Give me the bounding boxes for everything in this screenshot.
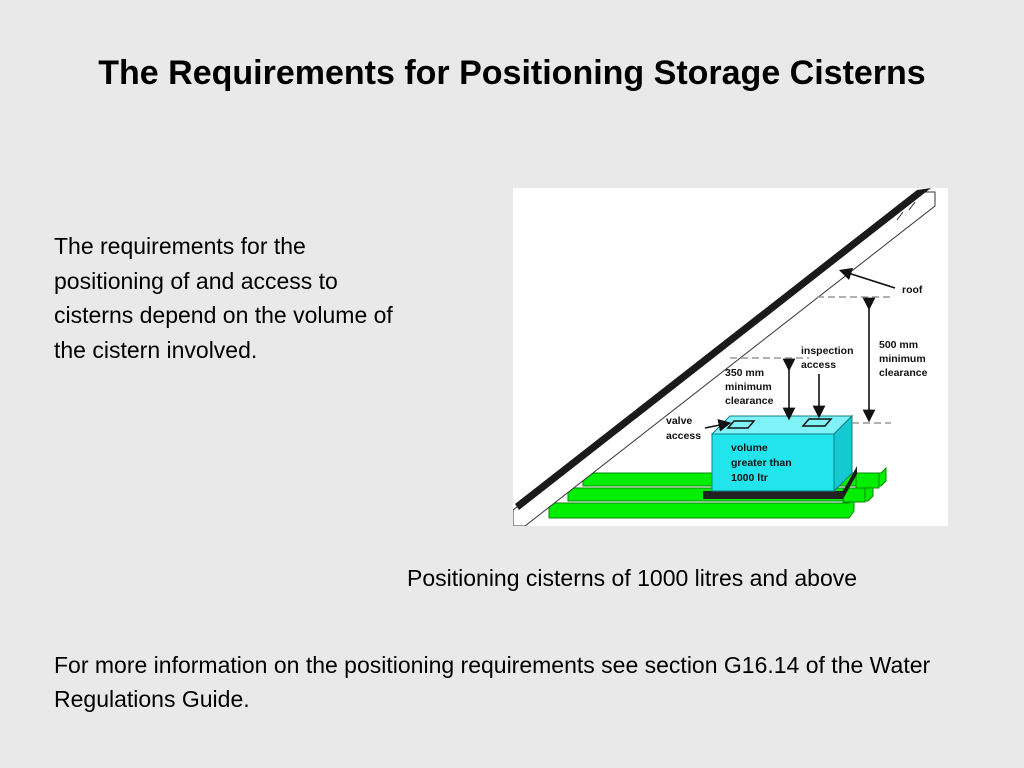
cistern-diagram: volume greater than 1000 ltr <box>513 188 948 526</box>
tank-label-line1: volume <box>731 442 768 454</box>
tank-label-line3: 1000 ltr <box>731 472 768 484</box>
valve-label-line2: access <box>666 430 701 442</box>
joist-front <box>548 496 855 519</box>
cistern-diagram-svg: volume greater than 1000 ltr <box>513 188 936 526</box>
tank-side <box>833 414 853 493</box>
clearance-lines <box>730 296 891 424</box>
figure-caption: Positioning cisterns of 1000 litres and … <box>407 565 858 591</box>
inspection-label-line1: inspection <box>801 345 854 357</box>
tank-platform-front <box>703 491 843 499</box>
body-text: The requirements for the positioning of … <box>54 233 393 363</box>
slide-title: The Requirements for Positioning Storage… <box>98 54 926 92</box>
joist-end-1 <box>855 472 880 489</box>
roof-label: roof <box>902 284 923 296</box>
clearance-500-line3: clearance <box>879 367 928 379</box>
tank-front <box>711 433 835 492</box>
clearance-500-line1: 500 mm <box>879 339 918 351</box>
clearance-350-line2: minimum <box>725 381 772 393</box>
roof <box>513 188 936 526</box>
valve-access-lid <box>726 420 756 429</box>
valve-label-line1: valve <box>666 415 692 427</box>
footer-note: For more information on the positioning … <box>54 652 931 712</box>
clearance-350-line1: 350 mm <box>725 367 764 379</box>
tank-label-line2: greater than <box>731 457 792 469</box>
clearance-350-line3: clearance <box>725 395 774 407</box>
clearance-500-line2: minimum <box>879 353 926 365</box>
inspection-label-line2: access <box>801 359 836 371</box>
roof-arrow <box>838 267 896 289</box>
valve-access-arrow <box>704 418 732 432</box>
roof-board <box>515 188 931 510</box>
cistern-tank: volume greater than 1000 ltr <box>710 414 854 493</box>
inspection-access-lid <box>801 418 833 427</box>
